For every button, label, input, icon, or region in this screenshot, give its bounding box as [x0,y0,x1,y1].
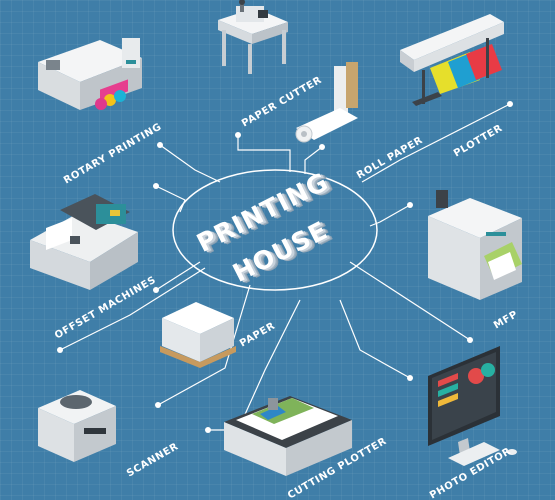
connector-offset [155,185,186,213]
connector-hub-right [349,261,471,341]
dot-cutter [235,132,241,138]
offset-machine-icon [30,194,138,290]
rotary-printing-press-icon [38,38,142,110]
connector-cutter [237,135,291,172]
roll-paper-icon [295,62,358,143]
connector-mfp [369,204,411,227]
connector-photo [339,299,411,379]
dot-rotary [157,142,163,148]
dot-hub-right [467,337,473,343]
mfp-copier-icon [428,190,522,300]
paper-cutter-icon [218,0,288,74]
connector-plotter [361,103,511,183]
scanner-icon [38,390,116,462]
dot-scanner [155,402,161,408]
dot-hub-left [153,287,159,293]
plotter-icon [400,14,504,106]
dot-cutting [205,427,211,433]
connector-roll [304,146,323,174]
connector-paper [59,267,206,351]
dot-paper [57,347,63,353]
connector-dots [57,101,513,433]
connector-rotary [159,144,221,183]
paper-stack-icon [160,302,236,368]
connector-scanner [157,284,251,406]
center-hub-ellipse [172,169,378,291]
photo-editor-monitor-icon [428,346,517,466]
dot-photo [407,375,413,381]
cutting-plotter-icon [224,396,352,476]
connector-cutting [208,299,301,431]
dot-offset [153,183,159,189]
connector-hub-left [155,261,201,291]
dot-plotter [507,101,513,107]
connector-lines [59,103,511,431]
dot-roll [319,144,325,150]
dot-mfp [407,202,413,208]
